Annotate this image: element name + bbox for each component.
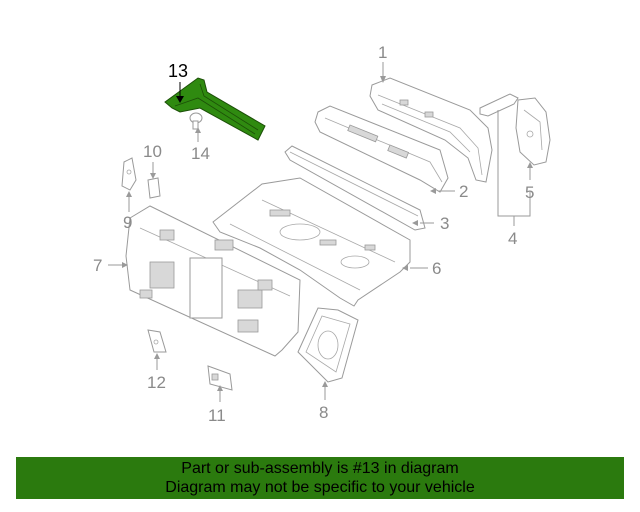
part-2-crossmember[interactable] — [314, 105, 449, 193]
callout-2[interactable]: 2 — [459, 182, 469, 201]
parts-diagram: 13 14 1 2 3 4 5 6 7 8 9 10 11 12 — [93, 43, 551, 425]
part-7-bulkhead[interactable] — [125, 205, 301, 357]
callout-4[interactable]: 4 — [508, 229, 518, 248]
callout-9[interactable]: 9 — [123, 213, 133, 232]
part-6-floor-panel[interactable] — [212, 177, 411, 307]
callout-14[interactable]: 14 — [191, 144, 210, 163]
part-11-plate[interactable] — [207, 365, 233, 391]
part-3-shelf-rail[interactable] — [284, 145, 426, 231]
callout-8[interactable]: 8 — [319, 403, 329, 422]
diagram-drawing — [108, 62, 551, 402]
part-1-upper-panel[interactable] — [369, 77, 493, 183]
part-12-plate[interactable] — [147, 329, 167, 353]
banner-line-1: Part or sub-assembly is #13 in diagram — [181, 460, 459, 477]
part-8-tire-well[interactable] — [297, 307, 359, 383]
callout-5[interactable]: 5 — [525, 183, 535, 202]
leader-13-arrow — [176, 96, 184, 103]
part-info-banner: Part or sub-assembly is #13 in diagram D… — [16, 457, 624, 499]
callout-11[interactable]: 11 — [208, 406, 226, 425]
callout-12[interactable]: 12 — [147, 373, 166, 392]
callout-10[interactable]: 10 — [143, 142, 162, 161]
callout-13[interactable]: 13 — [168, 61, 189, 81]
part-9-bracket[interactable] — [121, 157, 137, 191]
part-14-clip[interactable] — [189, 112, 203, 130]
banner-line-2: Diagram may not be specific to your vehi… — [165, 479, 475, 496]
part-10-small-bracket[interactable] — [147, 177, 161, 199]
callout-1[interactable]: 1 — [378, 43, 388, 62]
callout-3[interactable]: 3 — [440, 214, 450, 233]
callout-6[interactable]: 6 — [432, 259, 442, 278]
callout-7[interactable]: 7 — [93, 256, 103, 275]
part-4-side-strip[interactable] — [479, 93, 519, 117]
part-5-side-trim[interactable] — [515, 97, 551, 166]
part-13-brace[interactable] — [164, 77, 266, 141]
